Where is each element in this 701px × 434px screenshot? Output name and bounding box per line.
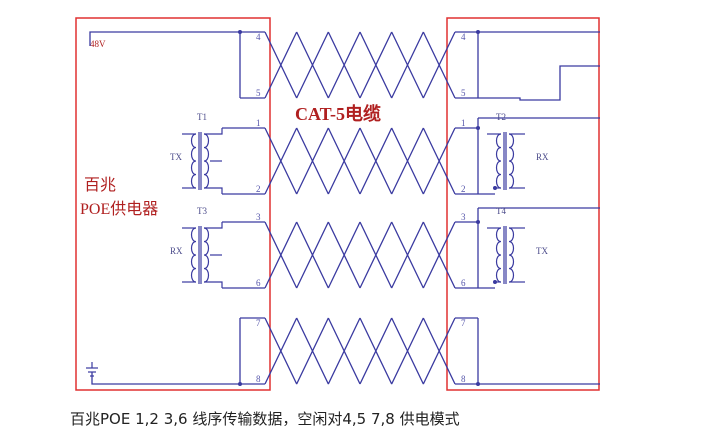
transformer-t2-label: T2 bbox=[496, 112, 506, 122]
transformer-t3-icon bbox=[182, 222, 223, 288]
left-title-line1: 百兆 bbox=[84, 175, 116, 194]
coil-winding bbox=[495, 227, 502, 283]
junction-dot bbox=[476, 220, 480, 224]
pin-label-right-6: 6 bbox=[461, 278, 466, 288]
coil-winding bbox=[190, 133, 197, 189]
pin-label-left-2: 2 bbox=[256, 184, 261, 194]
junction-dot bbox=[238, 30, 242, 34]
coil-winding bbox=[203, 133, 210, 189]
pin-label-right-2: 2 bbox=[461, 184, 466, 194]
junction-dot bbox=[493, 280, 497, 284]
twisted-wire-segment bbox=[264, 127, 456, 195]
pair-4-5 bbox=[89, 31, 600, 101]
coil-winding bbox=[508, 133, 515, 189]
pin-label-left-8: 8 bbox=[256, 374, 261, 384]
lead-wire bbox=[204, 281, 223, 288]
coil-winding bbox=[495, 133, 502, 189]
transformer-t3-role: RX bbox=[170, 246, 183, 256]
transformer-t1-role: TX bbox=[170, 152, 182, 162]
pair-3-6-twist bbox=[264, 221, 456, 289]
pair-7-8-twist bbox=[264, 317, 456, 385]
lead-wire bbox=[204, 222, 223, 229]
pin-label-right-5: 5 bbox=[461, 88, 466, 98]
transformer-t2-icon bbox=[487, 132, 525, 190]
pin-label-left-1: 1 bbox=[256, 118, 261, 128]
pin-label-right-3: 3 bbox=[461, 212, 466, 222]
coil-winding bbox=[203, 227, 210, 283]
twisted-wire-segment bbox=[264, 221, 456, 289]
transformer-t4-icon bbox=[487, 226, 525, 284]
pin-label-left-7: 7 bbox=[256, 318, 261, 328]
pair-7-8 bbox=[91, 317, 600, 385]
pin-label-left-5: 5 bbox=[256, 88, 261, 98]
cable-label: CAT-5电缆 bbox=[295, 103, 381, 124]
pair-1-2 bbox=[222, 117, 600, 195]
transformer-t4-label: T4 bbox=[496, 206, 506, 216]
twisted-wire-segment bbox=[264, 317, 456, 385]
pin-label-right-8: 8 bbox=[461, 374, 466, 384]
left-pse-frame bbox=[75, 17, 271, 391]
lead-wire bbox=[204, 187, 223, 194]
transformer-t2-role: RX bbox=[536, 152, 549, 162]
pin-label-left-6: 6 bbox=[256, 278, 261, 288]
poe-wiring-diagram: 百兆 POE供电器 48V CAT-5电缆 4 5 4 5 bbox=[75, 17, 600, 391]
voltage-label: 48V bbox=[90, 39, 106, 49]
pin-label-left-4: 4 bbox=[256, 32, 261, 42]
lead-wire bbox=[204, 128, 223, 135]
coil-winding bbox=[190, 227, 197, 283]
pin-label-left-3: 3 bbox=[256, 212, 261, 222]
pair-1-2-twist bbox=[264, 127, 456, 195]
junction-dot bbox=[493, 186, 497, 190]
transformer-t4-role: TX bbox=[536, 246, 548, 256]
ground-icon bbox=[86, 362, 98, 377]
junction-dot bbox=[476, 382, 480, 386]
junction-dot bbox=[238, 382, 242, 386]
diagram-caption: 百兆POE 1,2 3,6 线序传输数据，空闲对4,5 7,8 供电模式 bbox=[70, 410, 460, 428]
pair-4-5-twist bbox=[264, 31, 456, 99]
coil-winding bbox=[508, 227, 515, 283]
transformer-t1-label: T1 bbox=[197, 112, 207, 122]
twisted-wire-segment bbox=[264, 31, 456, 99]
pin-label-right-7: 7 bbox=[461, 318, 466, 328]
pin-label-right-1: 1 bbox=[461, 118, 466, 128]
right-pd-frame bbox=[446, 17, 600, 391]
left-title-line2: POE供电器 bbox=[80, 200, 158, 218]
transformer-t3-label: T3 bbox=[197, 206, 207, 216]
pin-label-right-4: 4 bbox=[461, 32, 466, 42]
junction-dot bbox=[476, 126, 480, 130]
junction-dot bbox=[476, 30, 480, 34]
transformer-t1-icon bbox=[182, 128, 223, 194]
